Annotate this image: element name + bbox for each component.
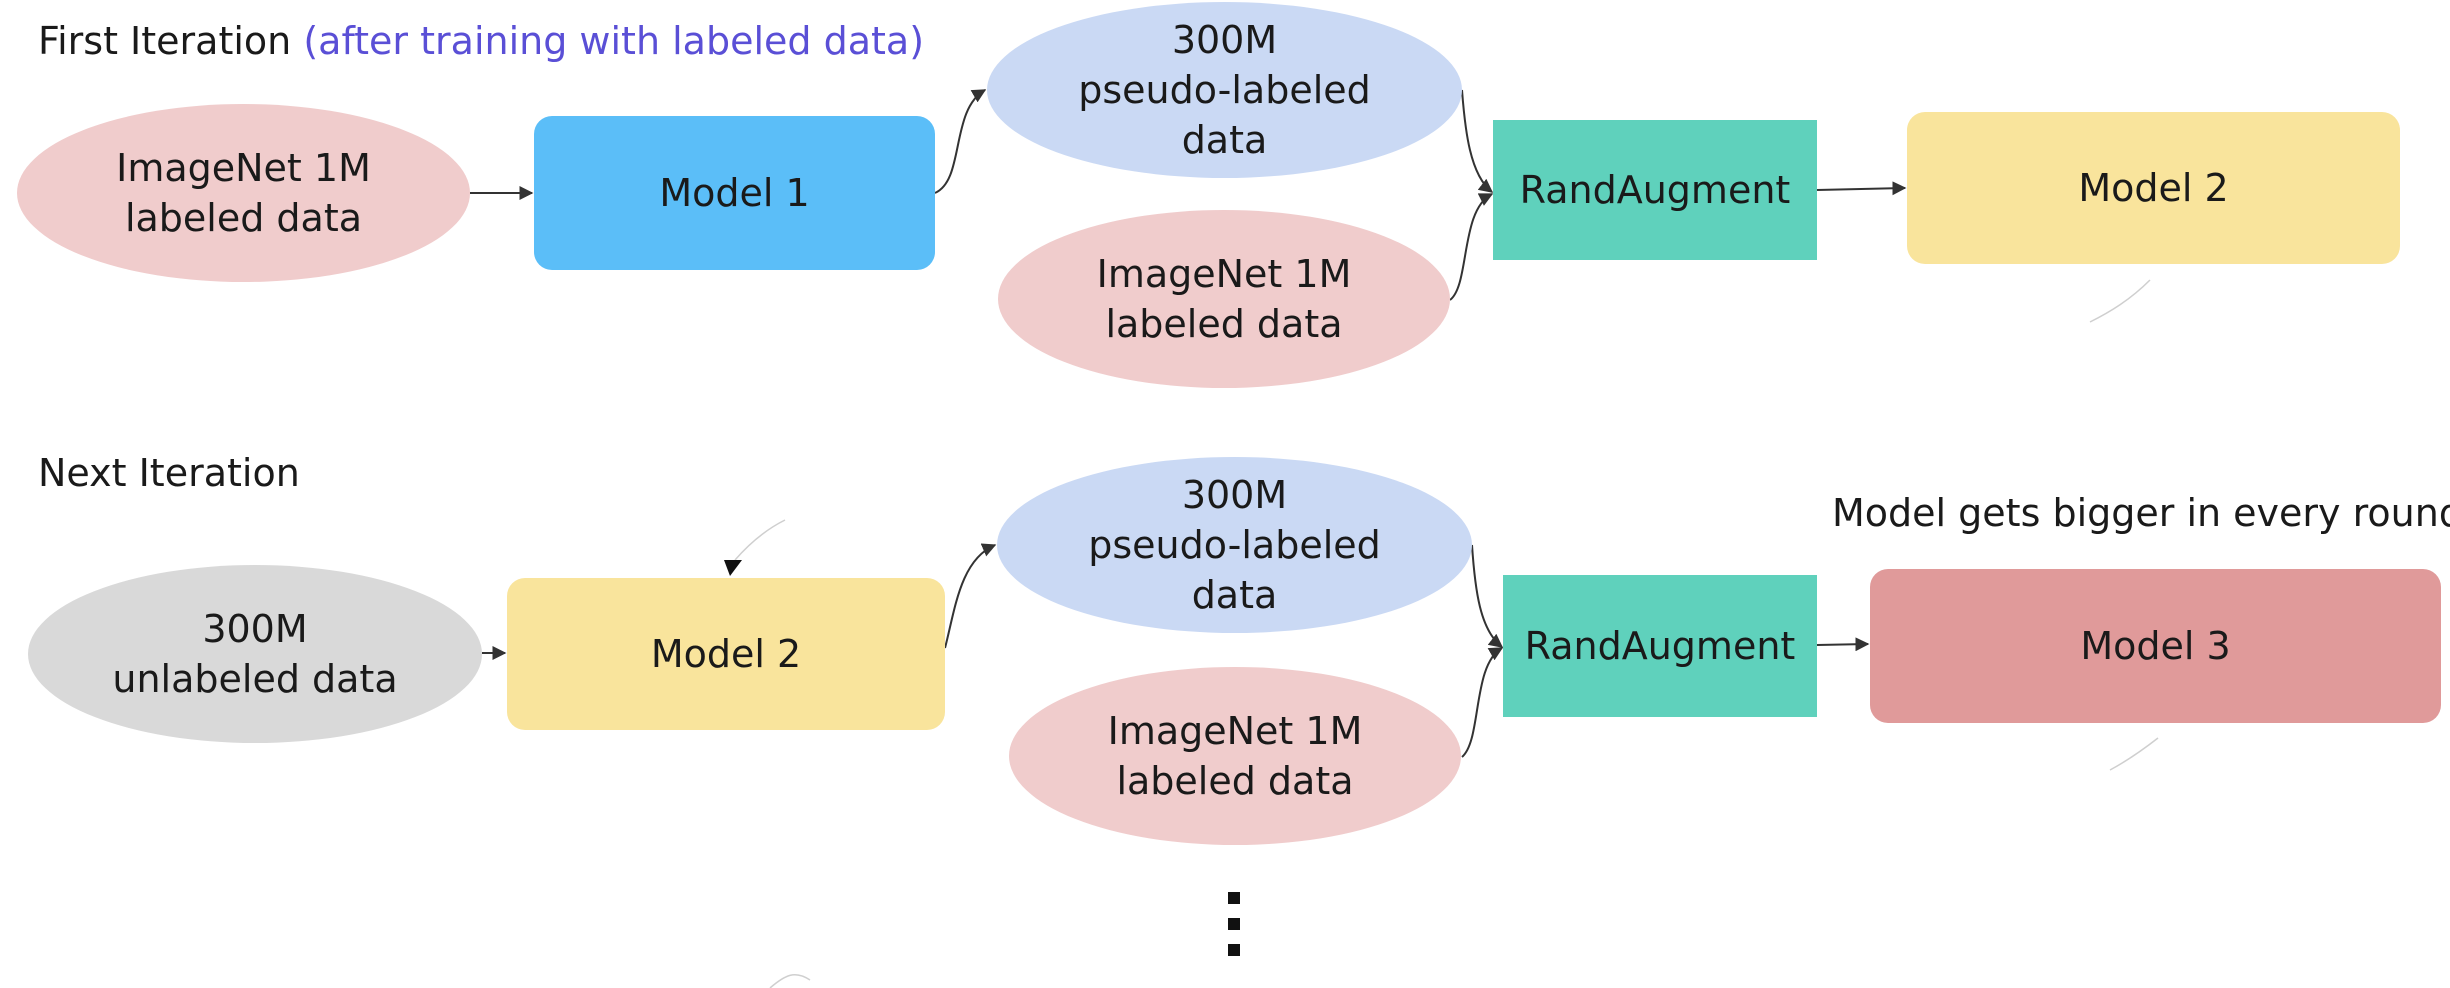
edge-pseudo-to-randaugment [1461, 89, 1494, 193]
node-line: data [1191, 573, 1278, 617]
first-iteration-title: First Iteration (after training with lab… [38, 18, 924, 64]
next-iteration-title: Next Iteration [38, 451, 300, 495]
edge-pseudo2-to-randaugment [1471, 544, 1504, 648]
edge-randaugment-to-model3 [1816, 637, 1870, 652]
node-line: ImageNet 1M [116, 146, 371, 190]
model1-label: Model 1 [659, 171, 810, 215]
randaugment-label: RandAugment [1519, 168, 1791, 212]
model2-node: Model 2 [1907, 112, 2400, 264]
model2-label: Model 2 [2078, 166, 2229, 210]
ellipsis-dot [1228, 892, 1240, 904]
faint-stroke [2089, 279, 2151, 323]
edge-model2-to-pseudo [944, 543, 997, 649]
stray-arrowhead [724, 560, 742, 576]
pseudo-labeled-node: 300M pseudo-labeled data [987, 2, 1462, 178]
randaugment-next-node: RandAugment [1503, 575, 1817, 717]
node-line: labeled data [1116, 759, 1354, 803]
model2-next-label: Model 2 [650, 632, 802, 676]
faint-stroke [769, 973, 811, 988]
imagenet-labeled-mid-node: ImageNet 1M labeled data [998, 210, 1450, 388]
model-growth-note: Model gets bigger in every round [1832, 491, 2450, 535]
node-line: data [1181, 118, 1268, 162]
node-line: labeled data [124, 196, 363, 240]
edge-randaugment-to-model2 [1816, 181, 1907, 196]
node-line: 300M [202, 607, 308, 651]
node-line: labeled data [1105, 302, 1343, 346]
randaugment-node: RandAugment [1493, 120, 1817, 260]
node-line: unlabeled data [112, 657, 398, 701]
first-iteration-note: (after training with labeled data) [303, 19, 925, 63]
edge-imagenet2-to-randaugment [1461, 647, 1504, 758]
continuation-ellipsis [1228, 892, 1240, 956]
ellipsis-dot [1228, 944, 1240, 956]
model1-node: Model 1 [534, 116, 935, 270]
model3-node: Model 3 [1870, 569, 2441, 723]
ellipsis-dot [1228, 918, 1240, 930]
model2-next-node: Model 2 [507, 578, 945, 730]
node-line: ImageNet 1M [1096, 252, 1352, 296]
edge-model1-to-pseudo [934, 89, 987, 194]
faint-stroke [2109, 737, 2159, 771]
edge-imagenet-mid-to-randaugment [1449, 193, 1494, 301]
imagenet-labeled-next-node: ImageNet 1M labeled data [1009, 667, 1461, 845]
node-line: ImageNet 1M [1107, 709, 1363, 753]
node-line: 300M [1181, 473, 1288, 517]
unlabeled-data-node: 300M unlabeled data [28, 565, 482, 743]
pseudo-labeled-next-node: 300M pseudo-labeled data [997, 457, 1472, 633]
model3-label: Model 3 [2080, 624, 2231, 668]
first-iteration-label: First Iteration [38, 19, 292, 63]
node-line: 300M [1171, 18, 1278, 62]
faint-stroke [734, 519, 786, 561]
node-line: pseudo-labeled [1078, 68, 1371, 112]
randaugment-next-label: RandAugment [1524, 624, 1796, 668]
imagenet-labeled-node: ImageNet 1M labeled data [17, 104, 470, 282]
node-line: pseudo-labeled [1088, 523, 1381, 567]
